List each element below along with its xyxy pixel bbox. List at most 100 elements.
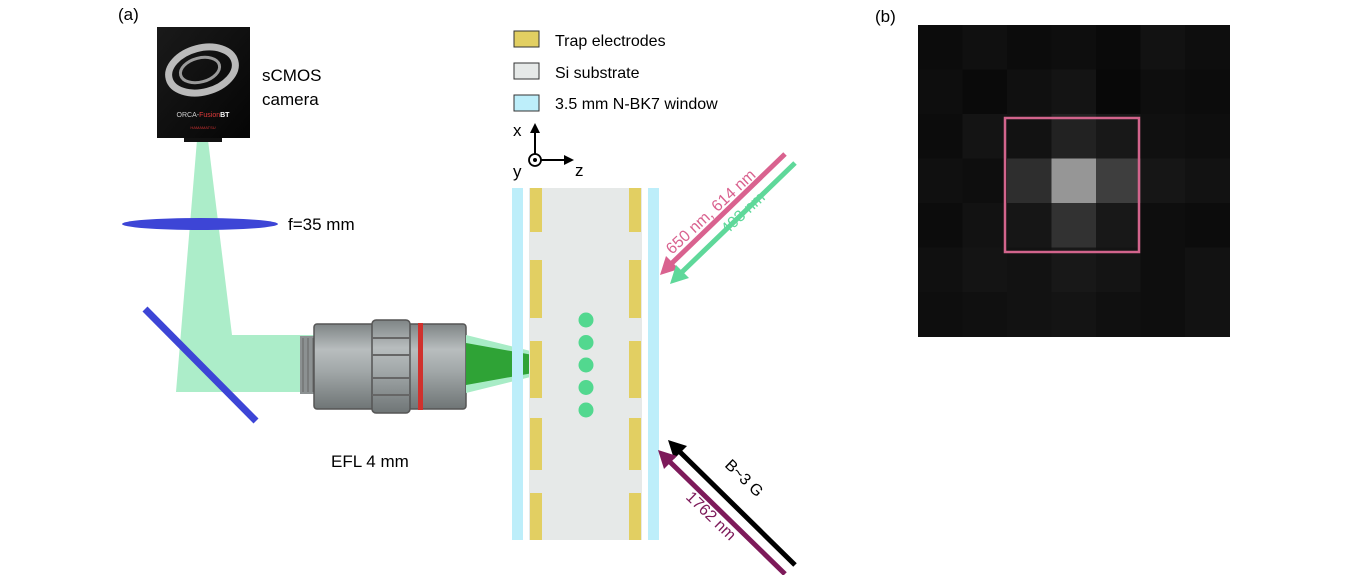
image-pixel xyxy=(1051,114,1097,159)
clock-laser-arrowhead xyxy=(658,450,677,469)
magnetic-field-line xyxy=(677,449,797,567)
trap-electrode xyxy=(530,260,542,318)
image-pixel xyxy=(1140,25,1186,70)
trap-electrode xyxy=(629,260,641,318)
image-pixel xyxy=(1007,158,1052,204)
ion xyxy=(578,312,594,328)
objective-label: EFL 4 mm xyxy=(331,452,409,471)
image-pixel xyxy=(1140,203,1186,248)
clock-laser-beam xyxy=(658,450,787,575)
bk7-window-left xyxy=(512,188,523,540)
mirror xyxy=(142,306,259,424)
coordinate-axes: x y z xyxy=(513,121,584,181)
legend: Trap electrodes Si substrate 3.5 mm N-BK… xyxy=(513,30,718,113)
image-pixel xyxy=(1051,203,1097,248)
trap-electrode xyxy=(629,493,641,540)
image-pixel xyxy=(918,247,963,293)
focus-cone xyxy=(466,343,583,385)
image-pixel xyxy=(1007,114,1052,159)
image-pixel xyxy=(1140,292,1186,337)
legend-label-trap-electrodes: Trap electrodes xyxy=(555,33,666,50)
image-pixel xyxy=(1007,292,1052,337)
trap-electrode xyxy=(629,341,641,398)
image-pixel xyxy=(1007,247,1052,293)
panel-b-label: (b) xyxy=(875,7,896,26)
image-pixel xyxy=(962,247,1008,293)
axis-x-label: x xyxy=(513,121,522,140)
magnetic-field-label: B~3 G xyxy=(721,457,766,501)
camera-label-line2: camera xyxy=(262,90,319,109)
legend-label-si-substrate: Si substrate xyxy=(555,65,640,82)
red-laser-line xyxy=(669,152,787,266)
bk7-window-right xyxy=(648,188,659,540)
image-pixel xyxy=(1096,247,1141,293)
image-pixel xyxy=(1140,158,1186,204)
image-pixel xyxy=(1051,247,1097,293)
objective-stripe xyxy=(418,323,423,410)
image-pixel xyxy=(1185,69,1230,115)
camera-brand: ORCA-FusionBT xyxy=(177,112,231,119)
image-pixel xyxy=(1051,158,1097,204)
camera: ORCA-FusionBT HAMAMATSU xyxy=(157,27,250,142)
image-pixel xyxy=(1096,25,1141,70)
image-pixel xyxy=(1140,114,1186,159)
image-pixel xyxy=(918,69,963,115)
z-axis-arrowhead xyxy=(564,155,574,165)
image-pixel xyxy=(1096,292,1141,337)
trap-electrode xyxy=(530,493,542,540)
image-pixel xyxy=(962,69,1008,115)
axis-z-label: z xyxy=(575,161,584,180)
image-pixel xyxy=(1185,158,1230,204)
image-pixel xyxy=(962,114,1008,159)
panel-b: (b) xyxy=(875,7,1230,337)
camera-image xyxy=(918,25,1230,337)
image-pixel xyxy=(1007,25,1052,70)
red-laser-arrowhead xyxy=(660,256,679,275)
green-laser-beam xyxy=(670,161,797,284)
panel-a: (a) ORCA-FusionBT HAMAMATSU sCMOS camera… xyxy=(118,5,797,575)
trap-electrode xyxy=(530,418,542,470)
legend-swatch-trap-electrodes xyxy=(513,30,540,48)
ion xyxy=(578,402,594,418)
image-pixel xyxy=(1185,114,1230,159)
image-pixel xyxy=(918,25,963,70)
image-pixel xyxy=(1051,69,1097,115)
camera-maker: HAMAMATSU xyxy=(190,125,215,130)
red-laser-beam xyxy=(660,152,787,275)
image-pixel xyxy=(918,114,963,159)
image-pixel xyxy=(1096,203,1141,248)
image-pixel xyxy=(1096,69,1141,115)
ion xyxy=(578,335,594,350)
trap-electrode xyxy=(629,188,641,232)
image-pixel xyxy=(1051,25,1097,70)
camera-artwork-inner xyxy=(178,55,222,85)
image-pixel xyxy=(962,25,1008,70)
axis-y-label: y xyxy=(513,162,522,181)
lens-label: f=35 mm xyxy=(288,215,355,234)
camera-artwork xyxy=(165,43,239,97)
trap-electrode xyxy=(530,188,542,232)
legend-label-bk7-window: 3.5 mm N-BK7 window xyxy=(555,96,718,113)
image-pixel xyxy=(962,158,1008,204)
image-pixel xyxy=(1185,25,1230,70)
image-pixel xyxy=(918,158,963,204)
image-pixel xyxy=(1185,247,1230,293)
image-pixel xyxy=(918,203,963,248)
magnetic-field-arrowhead xyxy=(668,440,687,459)
tube-lens xyxy=(122,218,278,230)
image-pixel xyxy=(1051,292,1097,337)
region-of-interest xyxy=(1003,116,1141,254)
image-pixel xyxy=(1140,69,1186,115)
clock-laser-label: 1762 nm xyxy=(682,489,739,544)
ion xyxy=(578,357,594,373)
x-axis-arrowhead xyxy=(530,123,540,133)
legend-swatch-si-substrate xyxy=(513,62,540,80)
clock-laser-line xyxy=(667,459,787,575)
image-pixel xyxy=(962,203,1008,248)
image-pixel xyxy=(1185,203,1230,248)
trap-electrodes xyxy=(530,188,641,540)
ion xyxy=(578,380,594,395)
camera-label-line1: sCMOS xyxy=(262,66,322,85)
image-pixel xyxy=(1007,69,1052,115)
image-pixel xyxy=(1140,247,1186,293)
